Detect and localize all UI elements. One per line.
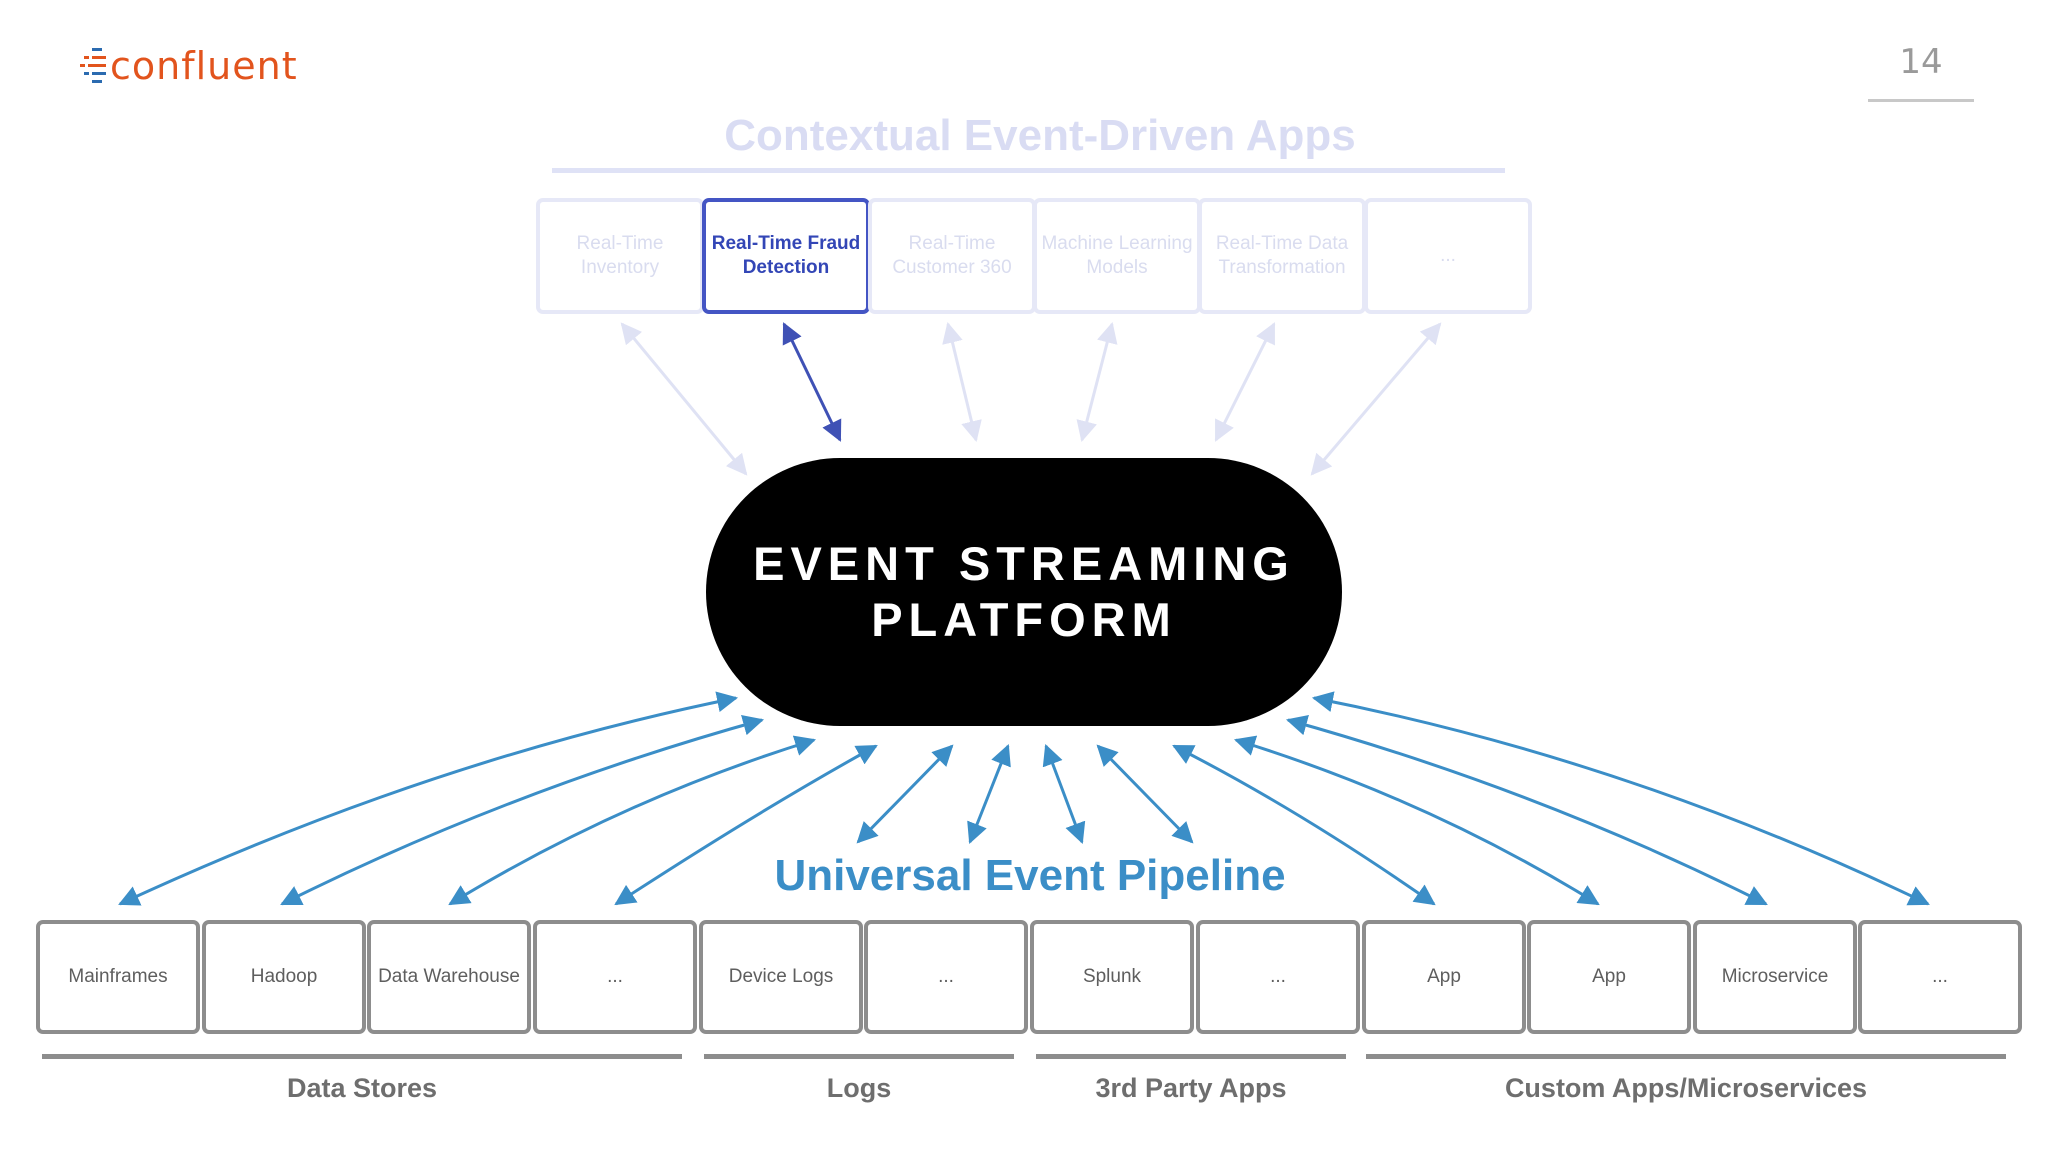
app-box-more: ... [1364,198,1532,314]
top-section-rule [552,168,1505,173]
source-box-microservice: Microservice [1693,920,1857,1034]
bottom-arrow-5 [856,744,954,844]
top-arrow-1 [620,322,748,476]
app-box-label: Real-Time Data Transformation [1215,233,1349,278]
source-box-more-logs: ... [864,920,1028,1034]
bottom-arrow-1 [118,691,739,906]
group-label-custom-apps: Custom Apps/Microservices [1504,1073,1868,1103]
app-box-real-time-customer-360: Real-Time Customer 360 [868,198,1036,314]
bottom-arrow-4 [614,744,878,906]
group-label-3rd-party-apps: 3rd Party Apps [1095,1073,1287,1103]
source-box-label: App [1427,966,1461,987]
source-box-more-3rd-party: ... [1196,920,1360,1034]
source-box-device-logs: Device Logs [699,920,863,1034]
app-box-label: ... [1440,245,1456,266]
pipeline-title: Universal Event Pipeline [774,851,1286,900]
source-box-app-2: App [1527,920,1691,1034]
group-rule-3rd-party-apps [1036,1054,1346,1059]
app-box-label: Real-Time Inventory [576,233,664,278]
page-number: 14 [1899,42,1943,82]
platform-line-2: PLATFORM [871,593,1177,646]
group-label-data-stores: Data Stores [286,1073,438,1103]
source-box-label: ... [1932,966,1948,987]
bottom-arrow-6 [967,744,1011,844]
top-section-title: Contextual Event-Driven Apps [724,111,1356,160]
app-box-real-time-fraud-detection: Real-Time Fraud Detection [702,198,870,314]
source-box-mainframes: Mainframes [36,920,200,1034]
source-box-label: Splunk [1082,966,1142,987]
group-rule-logs [704,1054,1014,1059]
source-box-more-custom: ... [1858,920,2022,1034]
app-box-label: Machine Learning Models [1041,233,1193,278]
source-box-data-warehouse: Data Warehouse [367,920,531,1034]
top-arrow-6 [1310,322,1442,476]
source-box-label: ... [607,966,623,987]
app-box-real-time-inventory: Real-Time Inventory [536,198,704,314]
platform-line-1: EVENT STREAMING [753,537,1295,590]
source-box-more-data-stores: ... [533,920,697,1034]
confluent-logo-mark-icon [80,48,106,83]
group-rule-custom-apps [1366,1054,2006,1059]
top-arrow-2 [782,322,842,442]
source-box-splunk: Splunk [1030,920,1194,1034]
top-arrow-3 [942,321,982,443]
source-box-label: Microservice [1721,966,1829,987]
confluent-logo: confluent [80,40,300,92]
page-number-rule [1868,99,1974,102]
bottom-arrow-8 [1096,744,1194,844]
bottom-arrow-2 [280,714,765,906]
source-box-label: Hadoop [250,966,318,987]
bottom-arrow-7 [1042,744,1086,844]
source-box-hadoop: Hadoop [202,920,366,1034]
top-arrow-4 [1076,321,1118,443]
source-box-label: Device Logs [728,966,834,987]
source-box-app-1: App [1362,920,1526,1034]
app-box-label: Real-Time Fraud Detection [711,233,861,278]
source-box-label: Mainframes [68,966,168,987]
app-box-label: Real-Time Customer 360 [892,233,1012,278]
group-label-logs: Logs [826,1073,892,1103]
source-box-label: App [1592,966,1626,987]
event-streaming-platform: EVENT STREAMING PLATFORM [706,458,1342,726]
app-box-real-time-data-transformation: Real-Time Data Transformation [1198,198,1366,314]
group-rule-data-stores [42,1054,682,1059]
logo-text: confluent [110,44,298,88]
source-box-label: ... [938,966,954,987]
source-box-label: ... [1270,966,1286,987]
top-arrow-5 [1214,322,1276,442]
source-box-label: Data Warehouse [378,966,520,987]
bottom-arrow-12 [1311,691,1930,906]
